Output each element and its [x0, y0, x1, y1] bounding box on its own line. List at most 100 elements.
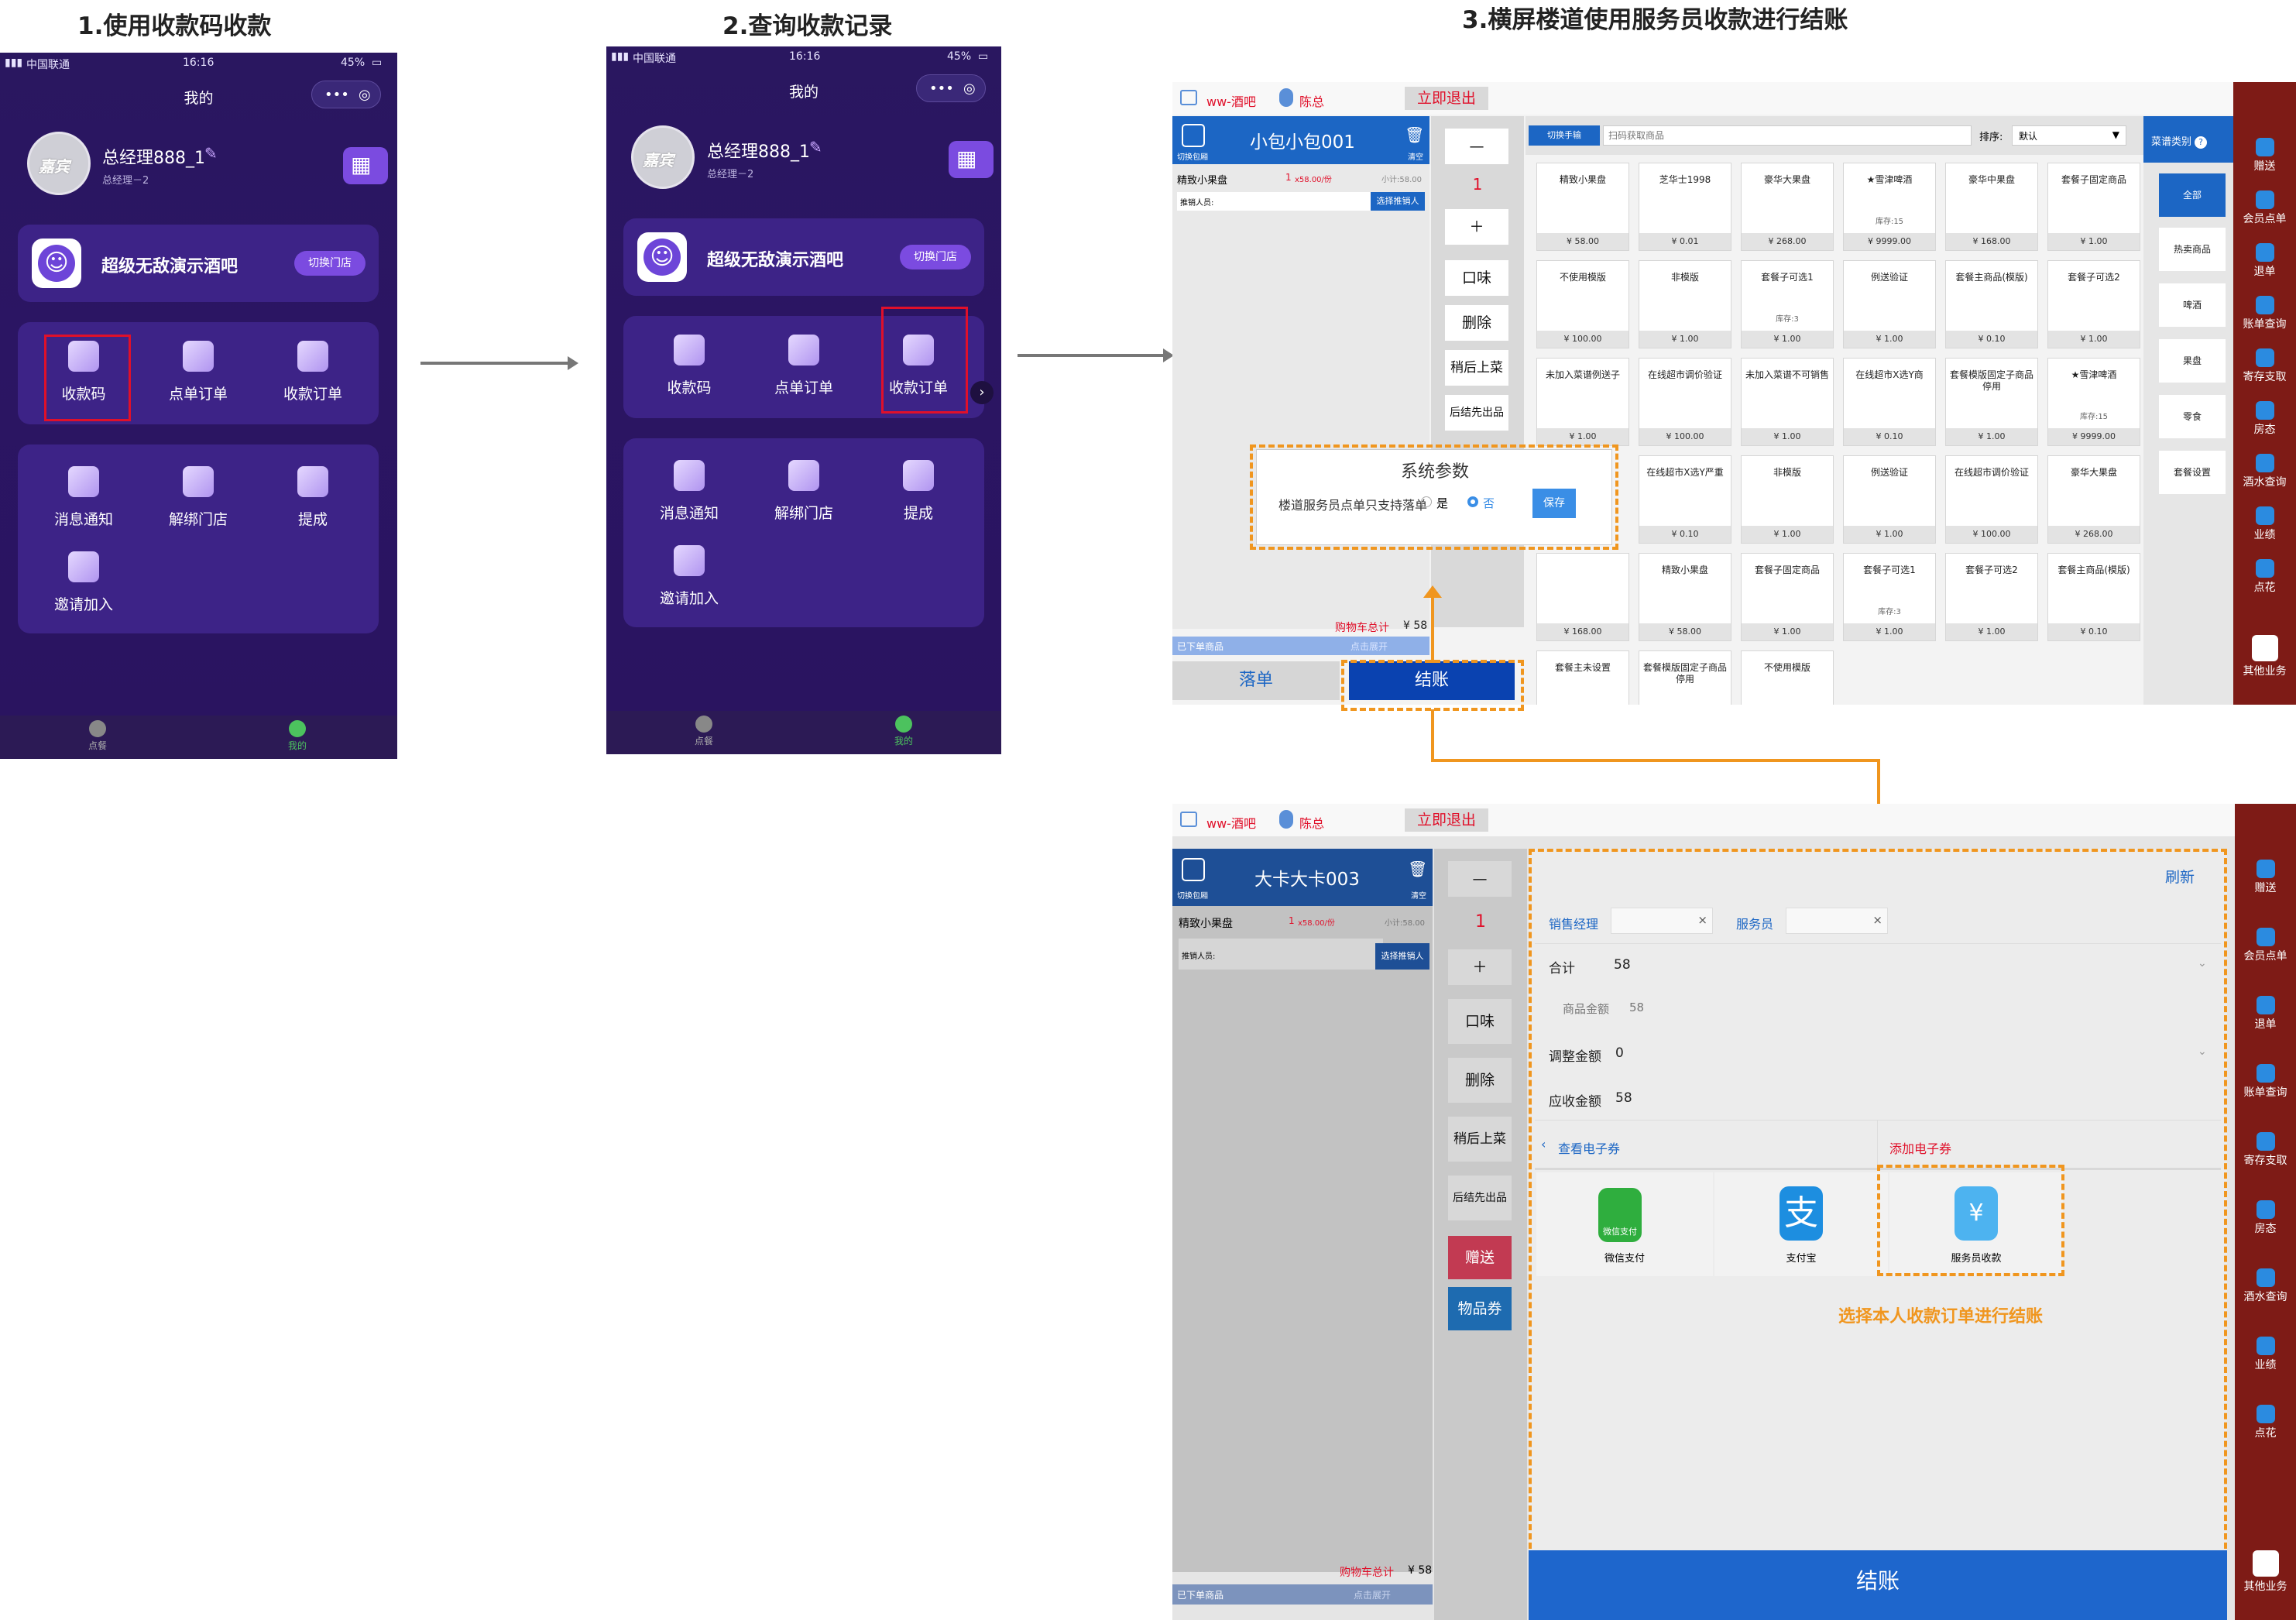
manual-input-toggle[interactable]: 切换手输	[1529, 125, 1600, 146]
gift-button[interactable]: 赠送	[1448, 1236, 1512, 1279]
menu-unbind-store[interactable]: 解绑门店	[148, 455, 249, 533]
product-tile[interactable]: 例送验证¥ 1.00	[1843, 260, 1936, 348]
product-tile[interactable]: ★雪津啤酒库存:15¥ 9999.00	[2047, 358, 2140, 446]
ordered-items-bar[interactable]: 已下单商品 点击展开	[1172, 637, 1429, 655]
serve-first-button[interactable]: 后结先出品	[1445, 395, 1508, 431]
delete-button[interactable]: 删除	[1445, 305, 1508, 341]
product-tile[interactable]: 在线超市调价验证¥ 100.00	[1945, 455, 2038, 544]
toolbar-item[interactable]: 账单查询	[2235, 1064, 2296, 1100]
serve-later-button[interactable]: 稍后上菜	[1448, 1117, 1512, 1162]
toolbar-item[interactable]: 房态	[2235, 1200, 2296, 1236]
toolbar-item[interactable]: 赠送	[2235, 860, 2296, 895]
toolbar-item[interactable]: 点花	[2233, 559, 2296, 595]
flavor-button[interactable]: 口味	[1445, 260, 1508, 296]
edit-icon[interactable]: ✎	[204, 144, 218, 163]
switch-room-icon[interactable]	[1182, 124, 1205, 147]
menu-notifications[interactable]: 消息通知	[33, 455, 134, 533]
product-tile[interactable]: 豪华大果盘¥ 268.00	[1741, 163, 1834, 251]
chevron-down-icon[interactable]: ⌄	[2198, 1045, 2207, 1058]
menu-unbind-store[interactable]: 解绑门店	[753, 449, 854, 527]
menu-order-list[interactable]: 点单订单	[148, 330, 249, 407]
refresh-button[interactable]: 刷新	[2165, 869, 2195, 886]
sales-manager-input[interactable]: ×	[1611, 908, 1713, 934]
radio-no[interactable]	[1467, 496, 1478, 507]
trash-icon[interactable]: 🗑	[1405, 125, 1425, 144]
toolbar-item[interactable]: 酒水查询	[2235, 1268, 2296, 1304]
recommender-field[interactable]: 推销人员:	[1177, 192, 1375, 211]
product-tile[interactable]: 非模版¥ 1.00	[1639, 260, 1731, 348]
product-tile[interactable]: 未加入菜谱不可销售¥ 1.00	[1741, 358, 1834, 446]
toolbar-item[interactable]: 赠送	[2233, 138, 2296, 173]
product-tile[interactable]: 套餐子可选2¥ 1.00	[2047, 260, 2140, 348]
more-icon[interactable]: •••	[324, 87, 349, 103]
product-tile[interactable]: 精致小果盘¥ 58.00	[1639, 553, 1731, 641]
menu-notifications[interactable]: 消息通知	[639, 449, 740, 527]
menu-commission[interactable]: 提成	[263, 455, 363, 533]
toolbar-item[interactable]: 退单	[2233, 243, 2296, 279]
recommender-field[interactable]: 推销人员:	[1179, 939, 1383, 970]
product-tile[interactable]: 套餐子固定商品¥ 1.00	[1741, 553, 1834, 641]
minus-button[interactable]: —	[1448, 861, 1512, 897]
view-coupon-link[interactable]: 查看电子券	[1558, 1141, 1621, 1156]
menu-commission[interactable]: 提成	[868, 449, 969, 527]
exit-button[interactable]: 立即退出	[1405, 87, 1488, 110]
pay-waiter-collect[interactable]: ¥ 服务员收款	[1889, 1172, 2063, 1276]
menu-invite[interactable]: 邀请加入	[639, 534, 740, 612]
product-tile[interactable]: 套餐子固定商品¥ 1.00	[2047, 163, 2140, 251]
chevron-right-icon[interactable]: ›	[970, 381, 994, 404]
chevron-down-icon[interactable]: ⌄	[2198, 957, 2207, 970]
toolbar-item[interactable]: 账单查询	[2233, 296, 2296, 331]
flavor-button[interactable]: 口味	[1448, 999, 1512, 1044]
category-hot[interactable]: 热卖商品	[2159, 228, 2226, 271]
menu-payment-orders[interactable]: 收款订单	[868, 324, 969, 401]
plus-button[interactable]: ＋	[1445, 209, 1508, 245]
select-recommender-button[interactable]: 选择推销人	[1371, 192, 1425, 211]
submit-order-button[interactable]: 落单	[1172, 661, 1340, 700]
product-tile[interactable]: 例送验证¥ 1.00	[1843, 455, 1936, 544]
toolbar-item[interactable]: 退单	[2235, 996, 2296, 1031]
help-icon[interactable]: ?	[2195, 136, 2208, 149]
tab-mine[interactable]: 我的	[880, 711, 927, 747]
voucher-button[interactable]: 物品券	[1448, 1287, 1512, 1330]
select-recommender-button[interactable]: 选择推销人	[1375, 943, 1429, 970]
clear-icon[interactable]: ×	[1697, 913, 1707, 927]
close-icon[interactable]: ◎	[359, 87, 371, 103]
product-tile[interactable]: 豪华大果盘¥ 268.00	[2047, 455, 2140, 544]
toolbar-item[interactable]: 会员点单	[2235, 928, 2296, 963]
checkout-button[interactable]: 结账	[1349, 661, 1515, 700]
product-tile[interactable]: 套餐主商品(模版)¥ 0.10	[2047, 553, 2140, 641]
pay-wechat[interactable]: 微信支付 微信支付	[1536, 1172, 1713, 1276]
category-all[interactable]: 全部	[2159, 173, 2226, 217]
product-tile[interactable]: 不使用模版	[1741, 650, 1834, 705]
product-tile[interactable]: 精致小果盘¥ 58.00	[1536, 163, 1629, 251]
category-set[interactable]: 套餐设置	[2159, 451, 2226, 494]
sort-select[interactable]: 默认▼	[2012, 125, 2126, 146]
scan-search-input[interactable]	[1603, 125, 1972, 146]
product-tile[interactable]: ★雪津啤酒库存:15¥ 9999.00	[1843, 163, 1936, 251]
menu-order-list[interactable]: 点单订单	[753, 324, 854, 401]
menu-payment-code[interactable]: 收款码	[33, 330, 134, 407]
more-icon[interactable]: •••	[929, 81, 954, 97]
tab-mine[interactable]: 我的	[274, 716, 321, 752]
ordered-items-bar[interactable]: 已下单商品 点击展开	[1172, 1584, 1433, 1605]
product-tile[interactable]: 套餐模版固定子商品停用	[1639, 650, 1731, 705]
qr-code-icon[interactable]: ▦	[343, 147, 388, 184]
final-checkout-button[interactable]: 结账	[1529, 1550, 2227, 1620]
product-tile[interactable]: 在线超市调价验证¥ 100.00	[1639, 358, 1731, 446]
serve-later-button[interactable]: 稍后上菜	[1445, 350, 1508, 386]
clear-icon[interactable]: ×	[1872, 913, 1882, 927]
tab-order[interactable]: 点餐	[74, 716, 121, 752]
switch-store-button[interactable]: 切换门店	[900, 245, 971, 269]
menu-payment-code[interactable]: 收款码	[639, 324, 740, 401]
toolbar-item[interactable]: 点花	[2235, 1405, 2296, 1440]
tab-order[interactable]: 点餐	[681, 711, 727, 747]
category-beer[interactable]: 啤酒	[2159, 283, 2226, 327]
delete-button[interactable]: 删除	[1448, 1058, 1512, 1103]
minus-button[interactable]: —	[1445, 129, 1508, 164]
product-tile[interactable]: ¥ 168.00	[1536, 553, 1629, 641]
product-tile[interactable]: 非模版¥ 1.00	[1741, 455, 1834, 544]
menu-payment-orders[interactable]: 收款订单	[263, 330, 363, 407]
product-tile[interactable]: 未加入菜谱例送子¥ 1.00	[1536, 358, 1629, 446]
